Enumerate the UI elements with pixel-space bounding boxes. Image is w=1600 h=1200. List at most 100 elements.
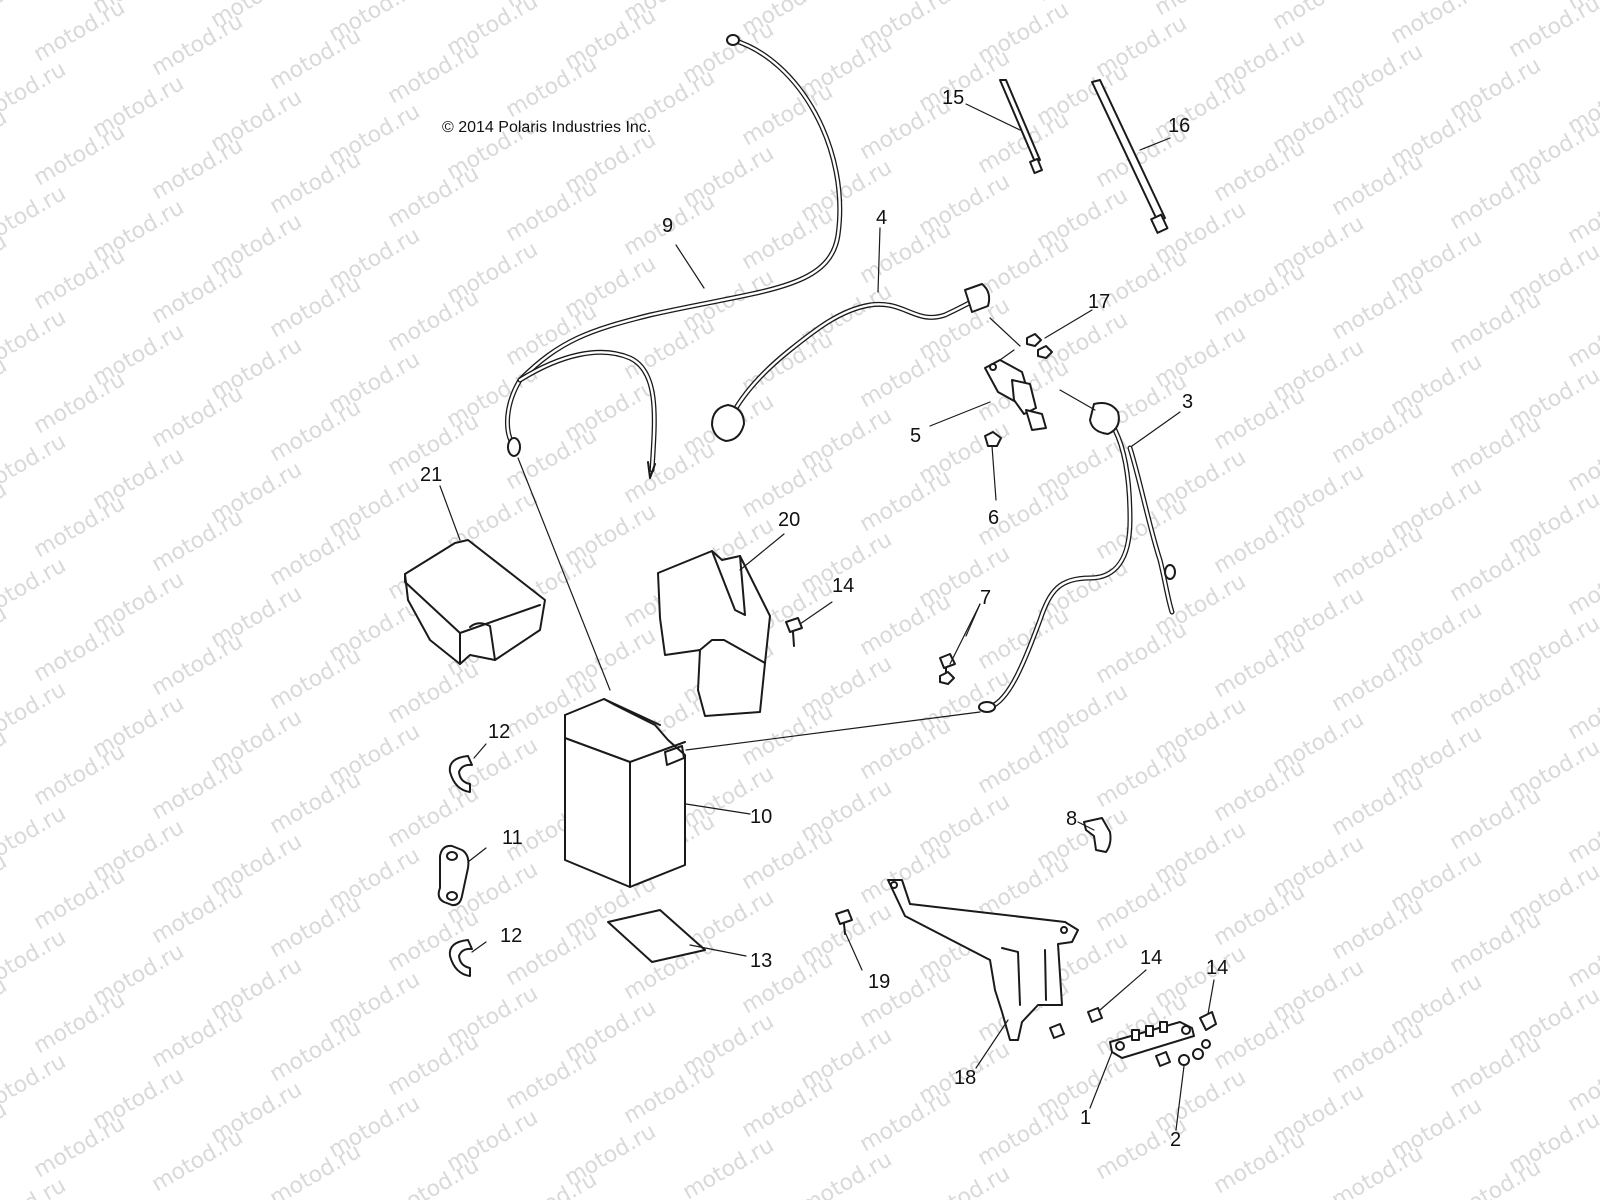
watermark-text: motod.ru: [0, 677, 70, 749]
watermark-text: motod.ru: [30, 367, 130, 439]
watermark-text: motod.ru: [1328, 645, 1428, 717]
watermark-text: motod.ru: [1092, 493, 1192, 565]
watermark-text: motod.ru: [0, 553, 70, 625]
part-16-cable-tie: [1091, 79, 1169, 234]
part-6-nut: [984, 431, 1002, 447]
callout-18: 18: [954, 1067, 976, 1089]
watermark-text: motod.ru: [266, 767, 366, 839]
callout-16: 16: [1168, 115, 1190, 137]
watermark-text: motod.ru: [0, 305, 70, 377]
watermark-text: motod.ru: [0, 0, 11, 53]
copyright-text: © 2014 Polaris Industries Inc.: [442, 119, 651, 136]
watermark-text: motod.ru: [502, 51, 602, 123]
part-8-clamp: [1083, 817, 1112, 853]
watermark-text: motod.ru: [502, 423, 602, 495]
watermark-text: motod.ru: [1210, 259, 1310, 331]
watermark-text: motod.ru: [148, 1125, 248, 1197]
callout-13: 13: [750, 950, 772, 972]
watermark-text: motod.ru: [30, 987, 130, 1059]
callout-9: 9: [662, 215, 673, 237]
watermark-text: motod.ru: [1564, 797, 1600, 869]
watermark-text: motod.ru: [502, 175, 602, 247]
watermark-text: motod.ru: [1564, 549, 1600, 621]
watermark-text: motod.ru: [148, 629, 248, 701]
watermark-text: motod.ru: [266, 23, 366, 95]
callout-3: 3: [1182, 391, 1193, 413]
watermark-text: motod.ru: [1328, 1017, 1428, 1089]
callout-20: 20: [778, 509, 800, 531]
watermark-text: motod.ru: [620, 437, 720, 509]
watermark-text: motod.ru: [1446, 1155, 1546, 1200]
watermark-text: motod.ru: [266, 271, 366, 343]
watermark-text: motod.ru: [738, 79, 838, 151]
callout-12b: 12: [500, 925, 522, 947]
watermark-text: motod.ru: [148, 505, 248, 577]
watermark-text: motod.ru: [1092, 617, 1192, 689]
watermark-text: motod.ru: [0, 57, 70, 129]
watermark-text: motod.ru: [738, 823, 838, 895]
callout-19: 19: [868, 971, 890, 993]
callout-8: 8: [1066, 808, 1077, 830]
watermark-text: motod.ru: [1446, 287, 1546, 359]
watermark-text: motod.ru: [1210, 507, 1310, 579]
watermark-text: motod.ru: [502, 1167, 602, 1200]
watermark-text: motod.ru: [1210, 755, 1310, 827]
leader-battery-neg: [517, 457, 611, 691]
watermark-text: motod.ru: [1446, 783, 1546, 855]
part-9-cable: [505, 34, 843, 479]
watermark-text: motod.ru: [30, 1111, 130, 1183]
callout-15: 15: [942, 87, 964, 109]
watermark-text: motod.ru: [1328, 893, 1428, 965]
part-14-bolts-bottom: [1049, 1007, 1217, 1067]
watermark-text: motod.ru: [620, 1057, 720, 1129]
watermark-text: motod.ru: [266, 1139, 366, 1200]
part-21-battery-cover: [404, 539, 546, 665]
watermark-text: motod.ru: [1446, 411, 1546, 483]
watermark-text: motod.ru: [30, 615, 130, 687]
callout-5: 5: [910, 425, 921, 447]
callout-leaders: [439, 103, 1215, 1131]
callout-labels: 15 16 9 4 17 3 5 6 21 20 14 7 12 10 8 11…: [420, 87, 1228, 1151]
watermark-text: motod.ru: [384, 285, 484, 357]
watermark-text: motod.ru: [384, 37, 484, 109]
part-18-bracket: [887, 879, 1079, 1041]
watermark-text: motod.ru: [974, 107, 1074, 179]
watermark-text: motod.ru: [1210, 879, 1310, 951]
part-17-nuts: [1026, 333, 1053, 359]
watermark-text: motod.ru: [856, 589, 956, 661]
watermark-text: motod.ru: [856, 341, 956, 413]
watermark-text: motod.ru: [1387, 0, 1487, 49]
callout-6: 6: [988, 507, 999, 529]
watermark-text: motod.ru: [1328, 1141, 1428, 1200]
watermark-text: motod.ru: [148, 257, 248, 329]
watermark-text: motod.ru: [0, 429, 70, 501]
watermark-text: motod.ru: [148, 381, 248, 453]
watermark-text: motod.ru: [738, 1071, 838, 1143]
callout-14a: 14: [832, 575, 854, 597]
watermark-text: motod.ru: [974, 727, 1074, 799]
watermark-text: motod.ru: [384, 1029, 484, 1101]
watermark-text: motod.ru: [0, 1049, 70, 1121]
watermark-text: motod.ru: [679, 1133, 779, 1200]
watermark-text: motod.ru: [1446, 907, 1546, 979]
callout-17: 17: [1088, 291, 1110, 313]
watermark-text: motod.ru: [148, 1001, 248, 1073]
watermark-text: motod.ru: [148, 9, 248, 81]
watermark-text: motod.ru: [266, 395, 366, 467]
watermark-text: motod.ru: [266, 147, 366, 219]
callout-1: 1: [1080, 1107, 1091, 1129]
watermark-text: motod.ru: [30, 491, 130, 563]
part-10-battery: [564, 698, 686, 888]
watermark-text: motod.ru: [502, 1043, 602, 1115]
watermark-text: motod.ru: [974, 1099, 1074, 1171]
watermark-text: motod.ru: [1210, 1127, 1310, 1199]
watermark-text: motod.ru: [856, 713, 956, 785]
watermark-text: motod.ru: [1446, 535, 1546, 607]
callout-14c: 14: [1206, 957, 1228, 979]
watermark-text: motod.ru: [1328, 273, 1428, 345]
watermark-text: motod.ru: [1210, 135, 1310, 207]
watermark-text: motod.ru: [0, 1173, 70, 1200]
watermark-text: motod.ru: [30, 243, 130, 315]
